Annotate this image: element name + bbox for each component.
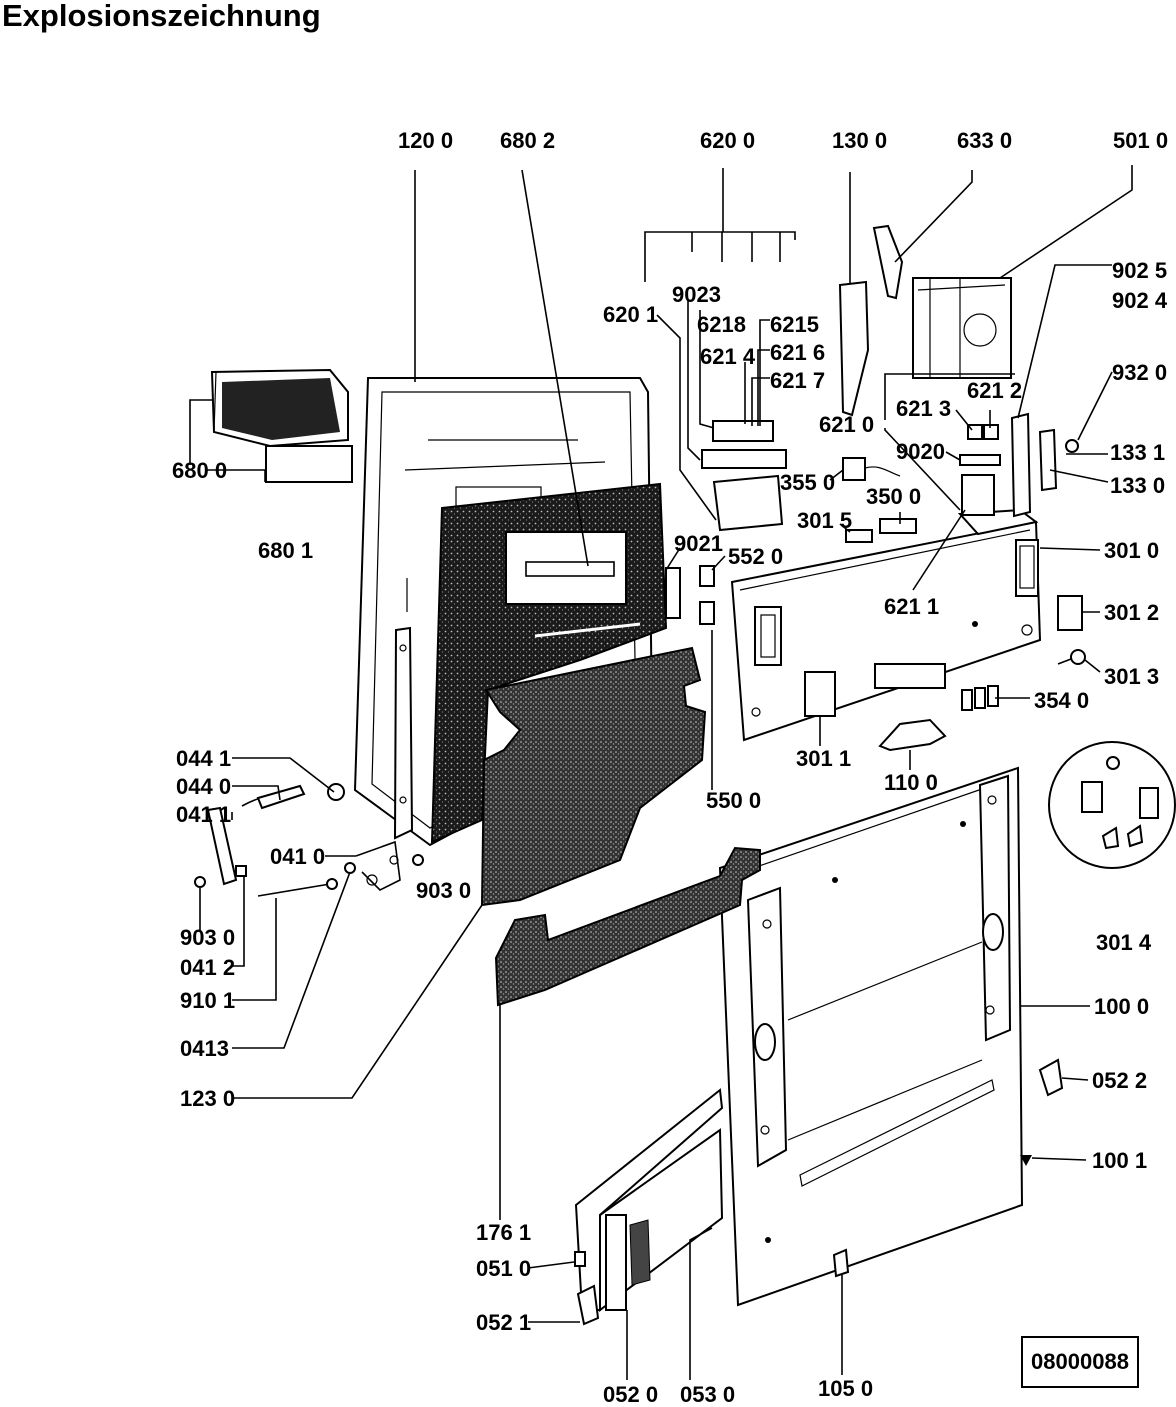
- label-6802: 680 2: [500, 128, 555, 153]
- label-6801: 680 1: [258, 538, 313, 563]
- label-1000: 100 0: [1094, 994, 1149, 1019]
- label-9024: 902 4: [1112, 288, 1168, 313]
- side-profile-1761: [494, 846, 761, 1007]
- label-1331: 133 1: [1110, 440, 1165, 465]
- label-9023: 9023: [672, 282, 721, 307]
- label-1300: 130 0: [832, 128, 887, 153]
- label-0522: 052 2: [1092, 1068, 1147, 1093]
- label-5520: 552 0: [728, 544, 783, 569]
- door-hinge-bar: [393, 626, 414, 840]
- label-1100: 110 0: [884, 770, 938, 795]
- outer-door-1000: [718, 766, 1024, 1307]
- label-0530: 053 0: [680, 1382, 735, 1407]
- label-6200: 620 0: [700, 128, 755, 153]
- label-1200: 120 0: [398, 128, 453, 153]
- label-9030-left: 903 0: [180, 925, 235, 950]
- label-6214: 621 4: [700, 344, 756, 369]
- label-0520: 052 0: [603, 1382, 658, 1407]
- label-6212: 621 2: [967, 378, 1022, 403]
- small-parts: [194, 224, 1176, 1326]
- label-0410: 041 0: [270, 844, 325, 869]
- insulation-mat: [480, 646, 707, 907]
- label-3550: 355 0: [780, 470, 835, 495]
- label-5010: 501 0: [1113, 128, 1168, 153]
- label-6211: 621 1: [884, 594, 939, 619]
- label-1330: 133 0: [1110, 473, 1165, 498]
- label-3540: 354 0: [1034, 688, 1089, 713]
- leader-lines: [189, 165, 1133, 1380]
- label-9320: 932 0: [1112, 360, 1167, 385]
- label-3015: 301 5: [797, 508, 852, 533]
- label-0510: 051 0: [476, 1256, 531, 1281]
- label-1001: 100 1: [1092, 1148, 1147, 1173]
- label-6215: 6215: [770, 312, 819, 337]
- insulation-panel: [430, 482, 668, 844]
- label-9025: 902 5: [1112, 258, 1167, 283]
- label-9030-right: 903 0: [416, 878, 471, 903]
- label-6800: 680 0: [172, 458, 227, 483]
- label-3013: 301 3: [1104, 664, 1159, 689]
- label-6218: 6218: [697, 312, 746, 337]
- label-6201: 620 1: [603, 302, 658, 327]
- label-6330: 633 0: [957, 128, 1012, 153]
- bottom-strip: [574, 1088, 724, 1312]
- label-3011: 301 1: [796, 746, 851, 771]
- label-6210: 621 0: [819, 412, 874, 437]
- part-labels: 120 0 680 2 620 0 130 0 633 0 501 0 902 …: [172, 128, 1168, 1407]
- label-1050: 105 0: [818, 1376, 873, 1401]
- label-0441: 044 1: [176, 746, 231, 771]
- drawing-number-box: 08000088: [1021, 1336, 1139, 1388]
- label-3500: 350 0: [866, 484, 921, 509]
- label-9021: 9021: [674, 531, 723, 556]
- label-0411: 041 1: [176, 802, 231, 827]
- diagram-title: Explosionszeichnung: [2, 0, 321, 33]
- label-0413: 0413: [180, 1036, 229, 1061]
- label-0521: 052 1: [476, 1310, 531, 1335]
- label-1761: 176 1: [476, 1220, 531, 1245]
- label-3014: 301 4: [1096, 930, 1152, 955]
- label-9101: 910 1: [180, 988, 235, 1013]
- label-6216: 621 6: [770, 340, 825, 365]
- label-9020: 9020: [896, 439, 945, 464]
- label-3012: 301 2: [1104, 600, 1159, 625]
- label-3010: 301 0: [1104, 538, 1159, 563]
- label-6217: 621 7: [770, 368, 825, 393]
- control-module-6800: [210, 368, 353, 483]
- label-0440: 044 0: [176, 774, 231, 799]
- label-1230: 123 0: [180, 1086, 235, 1111]
- label-0412: 041 2: [180, 955, 235, 980]
- label-6213: 621 3: [896, 396, 951, 421]
- label-5500: 550 0: [706, 788, 761, 813]
